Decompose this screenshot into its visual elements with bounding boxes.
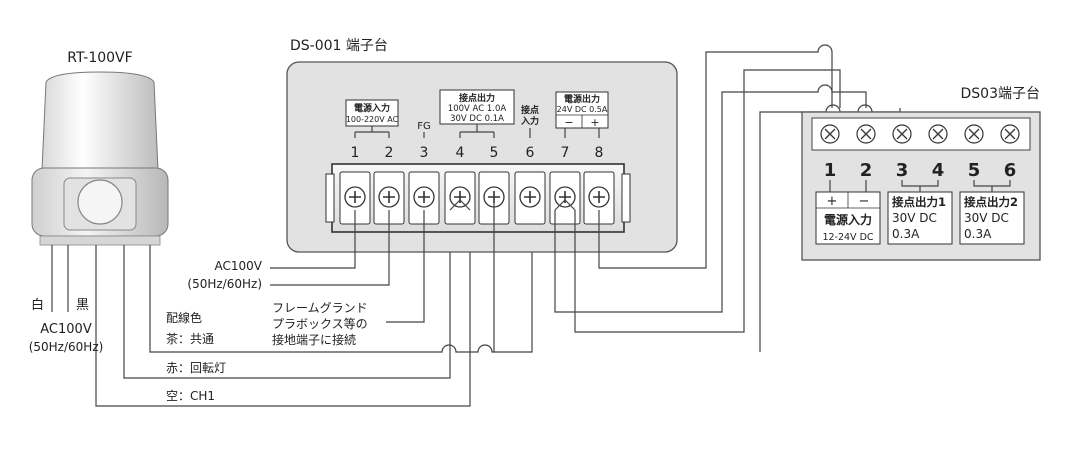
fg-note-line1: フレームグランド — [272, 301, 368, 315]
ds001-contact-out-label: 接点出力 — [459, 92, 495, 104]
ds001-power-bracket — [354, 126, 390, 138]
ds001-power-out-minus: − — [564, 116, 573, 129]
wire-fg — [386, 210, 425, 323]
ds03-terminal-number: 5 — [968, 160, 981, 181]
ds03-out1-box — [887, 191, 953, 245]
ds001-terminal-number: 1 — [351, 145, 360, 161]
ds001-terminal-8 — [583, 171, 615, 225]
supply-voltage: AC100V — [215, 259, 263, 273]
ds03-screws — [820, 124, 1020, 144]
lamp-supply-voltage: AC100V — [40, 322, 92, 337]
wiring-brown: 茶：共通 — [166, 331, 214, 346]
ds001-terminal-number: 8 — [595, 145, 604, 161]
wire-t8-ds03 — [598, 44, 833, 269]
wire-red-lamp — [123, 210, 451, 379]
lamp: RT-100VF — [31, 50, 169, 246]
ds03-power-spec: 12-24V DC — [822, 232, 873, 243]
ds03-out2-spec1: 30V DC — [964, 211, 1009, 225]
ds001-power-spec: 100-220V AC — [346, 115, 399, 124]
ds03-terminal-number: 1 — [824, 160, 837, 181]
wire-supply-n — [270, 210, 390, 286]
ds03-power-label: 電源入力 — [824, 212, 872, 227]
ds03-terminal-number: 4 — [932, 160, 945, 181]
wire-brown-common — [149, 200, 533, 353]
ds001-terminal-number: 5 — [490, 145, 499, 161]
ds03-terminal-5 — [964, 124, 984, 144]
ds001-terminal-1 — [339, 171, 371, 225]
wiring-title: 配線色 — [166, 310, 202, 325]
ds03-out1-label: 接点出力1 — [892, 195, 946, 209]
ds001-wires — [270, 44, 901, 352]
ds03-terminal-number: 2 — [860, 160, 873, 181]
lamp-supply-freq: (50Hz/60Hz) — [29, 340, 104, 354]
ds001-title: DS-001 端子台 — [290, 38, 388, 54]
ds03-plus: + — [827, 194, 838, 209]
ds03-terminal-strip — [811, 117, 1031, 151]
ds001-power-label: 電源入力 — [354, 102, 390, 114]
ds001-contact-out-spec2: 30V DC 0.1A — [450, 114, 504, 124]
ds03-terminal-6 — [1000, 124, 1020, 144]
lamp-foot — [39, 235, 161, 246]
ds001-fg-label: FG — [417, 121, 431, 132]
ds03-out2-bracket — [973, 180, 1011, 192]
lamp-knob — [77, 179, 123, 225]
fg-note-line3: 接地端子に接続 — [272, 332, 356, 347]
wiring-red: 赤：回転灯 — [166, 361, 226, 375]
ds03-out2-box — [959, 191, 1025, 245]
lamp-dome — [41, 71, 159, 171]
ds03-terminal-number: 3 — [896, 160, 909, 181]
ds001-contact-out-spec1: 100V AC 1.0A — [448, 104, 507, 114]
ds03-terminal-numbers: 1 2 3 4 5 6 — [824, 160, 1017, 181]
ds001-contact-in-line1: 接点 — [521, 104, 539, 116]
ds03-power-ticks — [829, 180, 867, 192]
ds03-out2-spec2: 0.3A — [964, 227, 992, 241]
lamp-wire-black-label: 黒 — [76, 298, 89, 313]
ds001-terminal-3 — [408, 171, 440, 225]
ds03-terminal-3 — [892, 124, 912, 144]
ds001-terminal-5 — [478, 171, 510, 225]
ds001-strip-end-left — [325, 173, 335, 223]
ds001-power-out-plus: + — [590, 116, 599, 129]
wire-supply-l — [270, 210, 356, 269]
ds03-out1-spec1: 30V DC — [892, 211, 937, 225]
ds001-terminal-2 — [373, 171, 405, 225]
ds001-terminal-number: 3 — [420, 145, 429, 161]
wire-t7-loop — [554, 199, 576, 211]
ds001-strip-end-right — [621, 173, 631, 223]
ds03-out2-label: 接点出力2 — [964, 195, 1018, 209]
ds001-terminal-number: 6 — [526, 145, 535, 161]
ds03-terminal-2 — [856, 124, 876, 144]
ds001-power-out-spec: 24V DC 0.5A — [557, 105, 608, 114]
ds001-screws — [339, 171, 615, 225]
ds03-terminal-number: 6 — [1004, 160, 1017, 181]
ds001-contact-in-line2: 入力 — [520, 115, 539, 127]
wire-t4-loop — [449, 199, 471, 211]
ds03-title: DS03端子台 — [961, 86, 1040, 102]
ds001-terminal-number: 2 — [385, 145, 394, 161]
ds03-terminal-4 — [928, 124, 948, 144]
ds001-terminal-number: 7 — [561, 145, 570, 161]
fg-note-line2: プラボックス等の — [272, 317, 368, 331]
lamp-wires — [51, 200, 533, 407]
ds03-minus: − — [859, 194, 870, 209]
ds001-contact-out-bracket — [459, 124, 495, 138]
ds001-contact-out-box — [439, 89, 515, 125]
ds001-terminal-7 — [549, 171, 581, 225]
ds001-terminal-4 — [444, 171, 476, 225]
wire-empty-ch1 — [95, 210, 471, 407]
lamp-wire-white-label: 白 — [31, 297, 44, 313]
ds03-out1-bracket — [901, 180, 939, 192]
ds03-terminal-1 — [820, 124, 840, 144]
ds001-terminal-numbers: 1 2 3 4 5 6 7 8 — [351, 145, 604, 161]
ds001-terminal-number: 4 — [456, 145, 465, 161]
ds03-out1-spec2: 0.3A — [892, 227, 920, 241]
ds001-power-out-label: 電源出力 — [564, 93, 600, 105]
wiring-empty: 空：CH1 — [166, 389, 215, 403]
supply-freq: (50Hz/60Hz) — [187, 277, 262, 291]
lamp-model: RT-100VF — [67, 50, 132, 66]
ds001-terminal-6 — [514, 171, 546, 225]
